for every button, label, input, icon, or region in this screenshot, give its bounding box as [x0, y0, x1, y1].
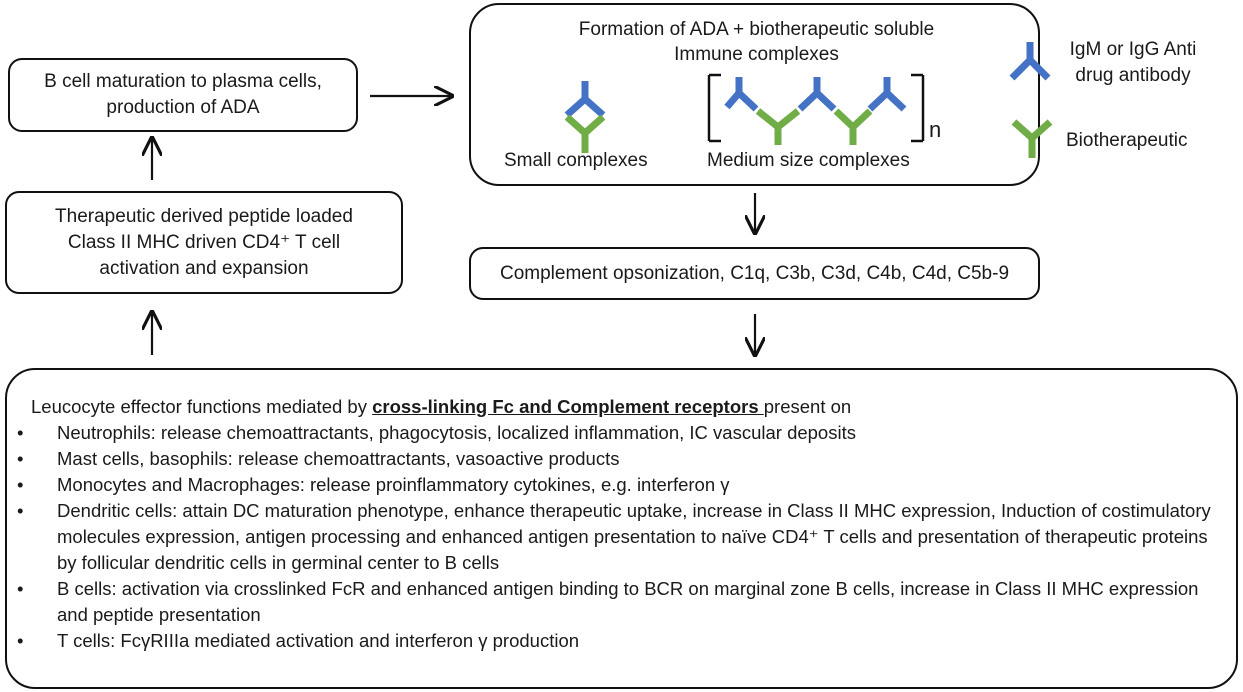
small-complexes-label: Small complexes: [504, 150, 648, 171]
effector-intro: Leucocyte effector functions mediated by…: [31, 396, 852, 417]
list-item: Neutrophils: release chemoattractants, p…: [7, 420, 1226, 446]
tcell-activation-box: Therapeutic derived peptide loaded Class…: [5, 191, 403, 294]
biotherapeutic-legend-icon: [1011, 119, 1053, 158]
tcell-text-line3: activation and expansion: [99, 257, 309, 279]
list-item: Mast cells, basophils: release chemoattr…: [7, 446, 1226, 472]
list-item: Dendritic cells: attain DC maturation ph…: [7, 498, 1226, 576]
tcell-text-line1: Therapeutic derived peptide loaded: [55, 205, 353, 227]
bcell-maturation-box: B cell maturation to plasma cells, produ…: [8, 58, 358, 132]
biotherapeutic-legend-label: Biotherapeutic: [1066, 130, 1188, 151]
immune-complex-formation-box: Formation of ADA + biotherapeutic solubl…: [469, 3, 1040, 186]
complement-text: Complement opsonization, C1q, C3b, C3d, …: [499, 262, 1010, 284]
effector-list: Neutrophils: release chemoattractants, p…: [7, 420, 1226, 654]
n-subscript: n: [929, 117, 942, 142]
formation-title-line2: Immune complexes: [674, 44, 839, 65]
list-item: Monocytes and Macrophages: release proin…: [7, 472, 1226, 498]
list-item: B cells: activation via crosslinked FcR …: [7, 576, 1226, 628]
antibody-legend-icon: [1009, 42, 1051, 81]
complement-opsonization-box: Complement opsonization, C1q, C3b, C3d, …: [469, 247, 1040, 300]
cross-linking-emphasis: cross-linking Fc and Complement receptor…: [372, 396, 764, 417]
small-complex-icon: [564, 81, 606, 153]
leucocyte-effector-box: Leucocyte effector functions mediated by…: [5, 368, 1238, 689]
bcell-maturation-text: B cell maturation to plasma cells, produ…: [44, 71, 322, 118]
formation-title-line1: Formation of ADA + biotherapeutic solubl…: [578, 19, 935, 40]
list-item: T cells: FcγRIIIa mediated activation an…: [7, 628, 1226, 654]
medium-complexes-label: Medium size complexes: [707, 150, 910, 171]
antibody-legend-label: IgM or IgG Anti drug antibody: [1069, 39, 1197, 86]
medium-complex-icon: [707, 73, 925, 145]
tcell-text-line2: Class II MHC driven CD4⁺ T cell: [67, 231, 341, 253]
